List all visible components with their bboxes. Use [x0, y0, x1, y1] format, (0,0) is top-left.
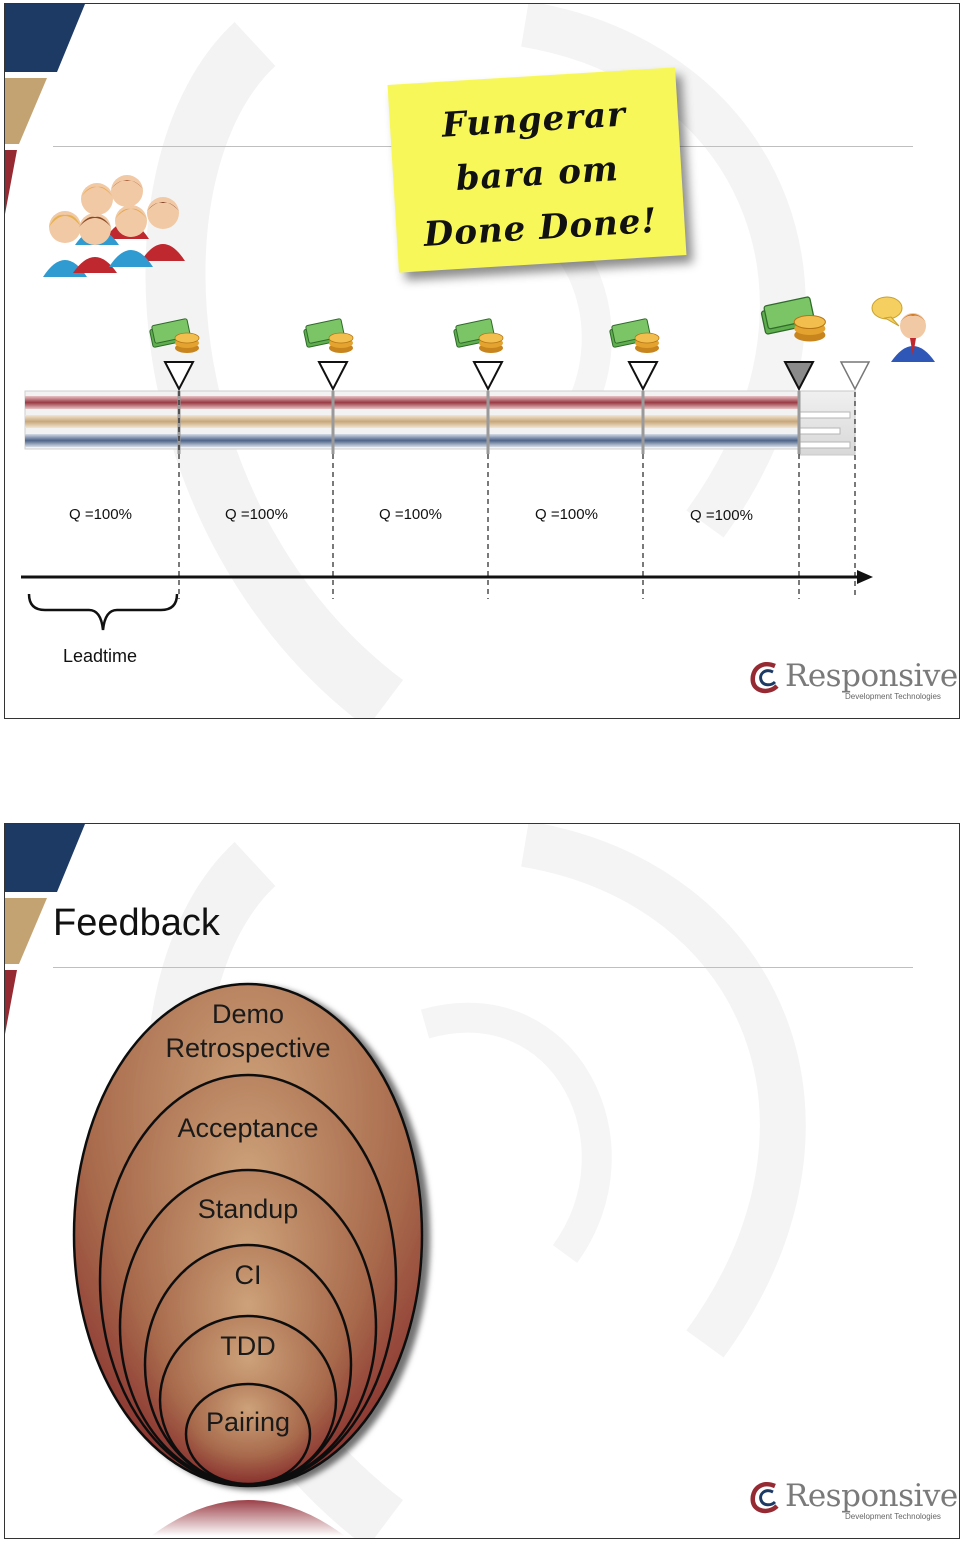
team-icon — [43, 175, 185, 277]
ring-label-acceptance: Acceptance — [177, 1113, 319, 1143]
slide-title: Feedback — [53, 902, 220, 944]
title-rule — [53, 967, 913, 968]
logo-swirl-icon — [750, 662, 779, 694]
iteration-quality-label-5: Q =100% — [690, 507, 753, 524]
ring-label-demo: Demo — [211, 999, 285, 1029]
ring-label-ci: CI — [234, 1260, 262, 1290]
leadtime-brace — [27, 593, 179, 631]
speech-bubble-icon — [871, 296, 903, 327]
slide-timeline: Fungerar bara om Done Done! — [4, 3, 960, 719]
ring-pairing — [184, 1382, 312, 1486]
ring-label-pairing: Pairing — [205, 1407, 291, 1437]
iteration-quality-label-1: Q =100% — [69, 506, 132, 523]
delivery-markers — [163, 361, 871, 392]
corner-stripes — [5, 824, 85, 1034]
ring-label-standup: Standup — [197, 1194, 299, 1224]
logo-wordmark: Responsive — [785, 1478, 958, 1514]
money-icon — [149, 295, 827, 354]
customer-icon — [891, 313, 935, 362]
timeline-diagram — [21, 295, 935, 631]
feedback-rings-diagram — [72, 982, 424, 1536]
leadtime-label: Leadtime — [63, 646, 138, 666]
company-logo: Responsive Development Technologies — [749, 658, 958, 704]
company-logo: Responsive Development Technologies — [749, 1478, 958, 1524]
logo-subtitle: Development Technologies — [845, 1512, 941, 1521]
logo-swirl-icon — [750, 1482, 779, 1514]
iteration-quality-label-3: Q =100% — [379, 506, 442, 523]
iteration-quality-label-4: Q =100% — [535, 506, 598, 523]
logo-subtitle: Development Technologies — [845, 692, 941, 701]
iteration-quality-label-2: Q =100% — [225, 506, 288, 523]
slide-feedback: Feedback Demo Retrospectiv — [4, 823, 960, 1539]
logo-wordmark: Responsive — [785, 658, 958, 694]
iteration-bands — [24, 390, 856, 456]
ring-label-tdd: TDD — [220, 1331, 276, 1361]
ring-label-retrospective: Retrospective — [165, 1033, 331, 1063]
corner-stripes — [5, 4, 85, 214]
delivery-lines — [178, 391, 856, 599]
